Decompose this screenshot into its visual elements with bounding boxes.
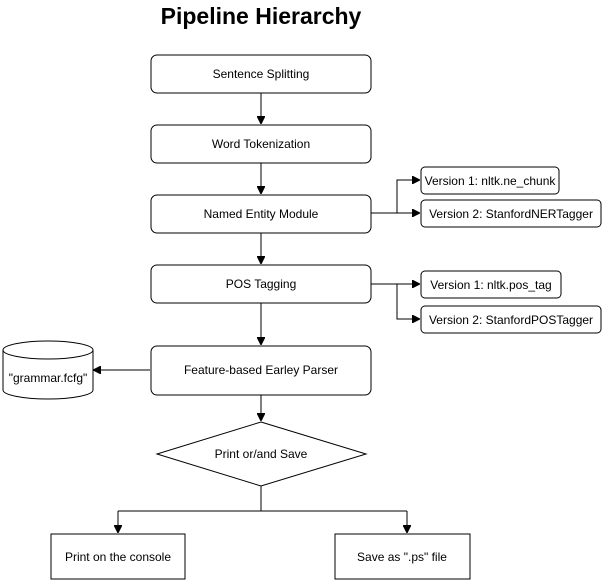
node-grammar-file-label: "grammar.fcfg": [9, 371, 88, 385]
node-named-entity-module-label: Named Entity Module: [204, 207, 319, 221]
node-ner-version-2-label: Version 2: StanfordNERTagger: [429, 207, 593, 221]
node-ner-version-2: Version 2: StanfordNERTagger: [420, 199, 602, 228]
node-ner-version-1: Version 1: nltk.ne_chunk: [420, 166, 560, 195]
node-pos-tagging: POS Tagging: [150, 264, 372, 304]
diagram-title: Pipeline Hierarchy: [160, 3, 362, 29]
node-ner-version-1-label: Version 1: nltk.ne_chunk: [425, 174, 557, 188]
node-pos-version-2-label: Version 2: StanfordPOSTagger: [429, 313, 593, 327]
arrow-ner-to-v1: [371, 180, 419, 214]
node-pos-version-1-label: Version 1: nltk.pos_tag: [430, 278, 551, 292]
node-print-console: Print on the console: [50, 533, 186, 580]
node-pos-version-2: Version 2: StanfordPOSTagger: [420, 305, 602, 334]
node-word-tokenization-label: Word Tokenization: [212, 137, 310, 151]
node-grammar-file-database: "grammar.fcfg": [2, 340, 94, 400]
node-save-ps-label: Save as ".ps" file: [357, 550, 447, 564]
node-word-tokenization: Word Tokenization: [150, 124, 372, 164]
node-named-entity-module: Named Entity Module: [150, 194, 372, 234]
node-print-or-save-decision: Print or/and Save: [155, 421, 368, 487]
node-sentence-splitting-label: Sentence Splitting: [213, 67, 310, 81]
node-earley-parser-label: Feature-based Earley Parser: [184, 363, 338, 377]
node-pos-version-1: Version 1: nltk.pos_tag: [420, 270, 562, 299]
node-save-ps: Save as ".ps" file: [334, 533, 471, 580]
node-earley-parser: Feature-based Earley Parser: [150, 345, 372, 396]
node-pos-tagging-label: POS Tagging: [226, 277, 297, 291]
node-sentence-splitting: Sentence Splitting: [150, 54, 372, 94]
connectors: [94, 93, 419, 532]
database-icon: [2, 350, 94, 400]
node-print-console-label: Print on the console: [65, 550, 171, 564]
arrow-pos-to-v2: [396, 284, 419, 319]
node-print-or-save-label: Print or/and Save: [215, 447, 308, 461]
